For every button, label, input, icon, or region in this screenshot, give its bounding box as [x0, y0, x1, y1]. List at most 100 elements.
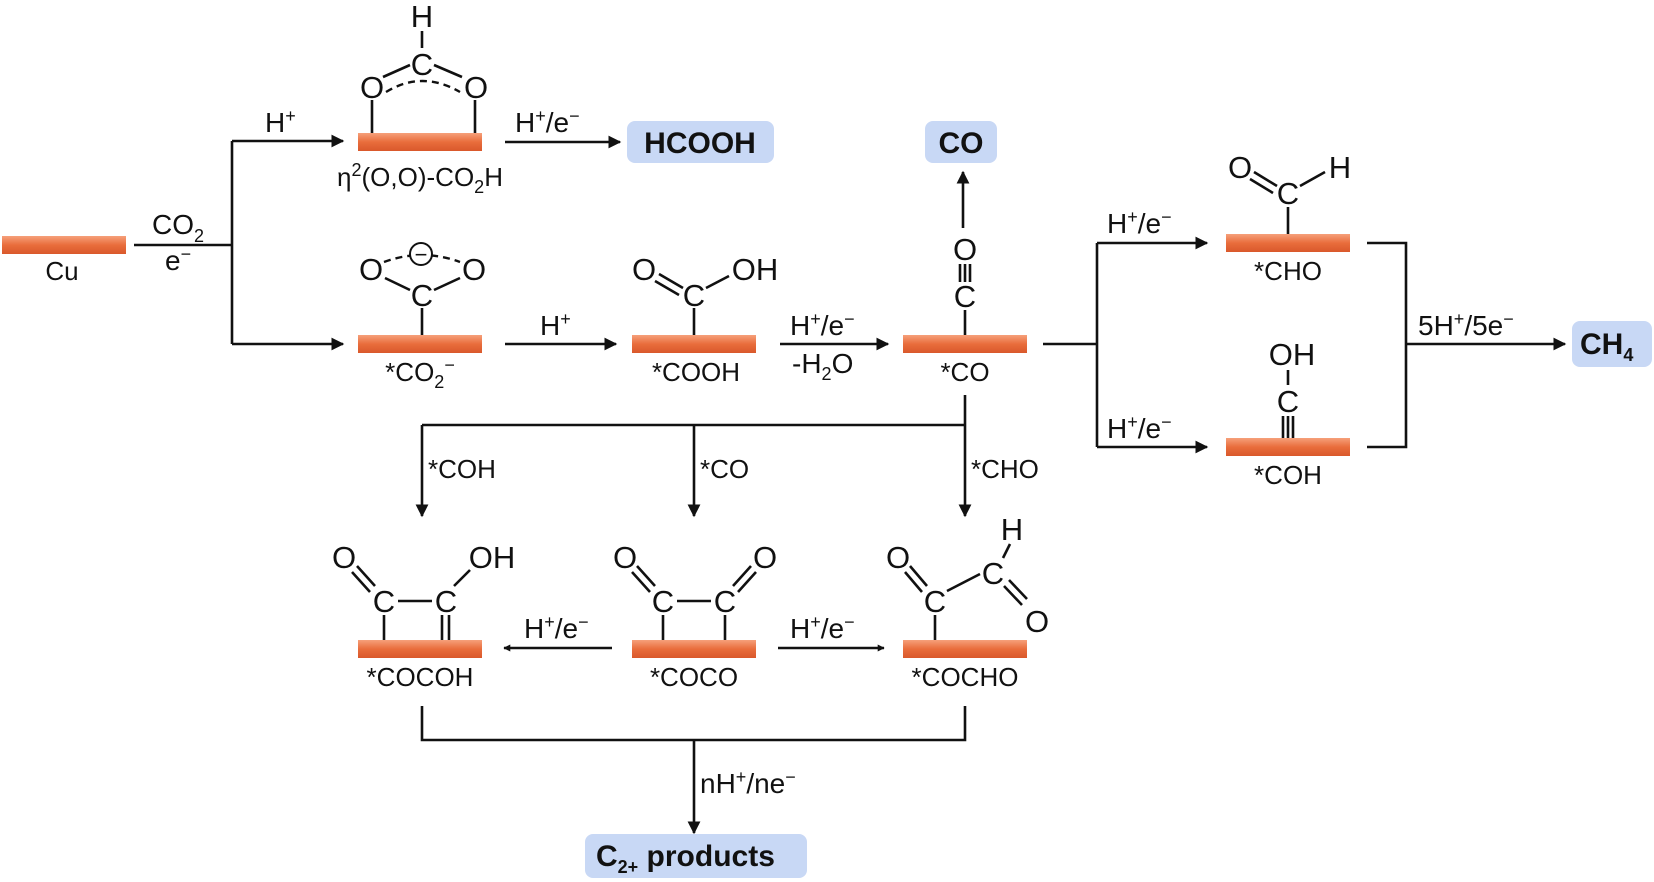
cooh-atom-c: C [683, 278, 705, 313]
ch4-bracket [1367, 241, 1408, 449]
ch4-product-box [1572, 321, 1652, 367]
coco-atom-c-right: C [714, 584, 736, 619]
cocoh-double-o-1 [356, 565, 376, 587]
h-e-label-co: H+/e− [790, 309, 855, 341]
h-e-label-cocho: H+/e− [790, 612, 855, 644]
coco-atom-o-right: O [753, 540, 777, 575]
coh-atom-oh: OH [1269, 337, 1316, 372]
eta2-caption: η2(O,O)-CO2H [337, 160, 503, 197]
co-atom-c: C [954, 279, 976, 314]
h-e-label-hcooh: H+/e− [515, 106, 580, 138]
hcooh-product-label: HCOOH [644, 127, 756, 160]
cocho-double-right-2 [1008, 579, 1028, 600]
co2-reagent-label: CO2 [152, 209, 204, 246]
branch-label-cho: *CHO [971, 454, 1039, 484]
eta2-atom-o-left: O [360, 70, 384, 105]
cho-atom-c: C [1277, 176, 1299, 211]
cocoh-bond-oh [453, 569, 471, 587]
hcooh-product-box [627, 121, 774, 163]
h-e-label-coh: H+/e− [1107, 412, 1172, 444]
cho-atom-h: H [1329, 150, 1351, 185]
cooh-atom-oh: OH [732, 252, 779, 287]
cocoh-atom-o: O [332, 540, 356, 575]
cocho-atom-h: H [1001, 512, 1023, 547]
cho-double-bond-2 [1249, 177, 1274, 195]
cooh-atom-o: O [632, 252, 656, 287]
cocoh-atom-c-left: C [373, 584, 395, 619]
n-h-e-label: nH+/ne− [700, 767, 796, 799]
cocoh-caption: *COCOH [367, 662, 474, 692]
cocho-double-right-1 [1003, 585, 1023, 606]
cocho-double-left-2 [904, 571, 923, 593]
electron-reagent-label: e− [165, 244, 191, 276]
cocho-bond-cc [946, 572, 981, 593]
co2-minus-atom-o-left: O [359, 252, 383, 287]
h-plus-label-upper: H+ [265, 106, 296, 138]
eta2-bond-co-left [382, 63, 411, 79]
ch4-product-label: CH4 [1580, 328, 1633, 365]
co2-minus-bond-left [384, 276, 411, 292]
cocoh-atom-c-right: C [435, 584, 457, 619]
coco-surface-bar [632, 640, 756, 658]
c2-product-label: C2+ products [596, 840, 775, 877]
cooh-surface-bar [632, 335, 756, 353]
cho-bond-h [1299, 170, 1326, 188]
five-h-e-label: 5H+/5e− [1418, 309, 1514, 341]
cooh-bond-oh [705, 274, 730, 290]
coco-caption: *COCO [650, 662, 738, 692]
cocho-atom-o-left: O [886, 540, 910, 575]
eta2-delocal-arc [385, 79, 461, 94]
co-atom-o: O [953, 232, 977, 267]
coh-atom-c: C [1277, 384, 1299, 419]
cocho-surface-bar [903, 640, 1027, 658]
negative-charge-circle [409, 242, 433, 266]
cocho-double-left-1 [909, 565, 928, 587]
branch-label-coh: *COH [428, 454, 496, 484]
co-surface-bar [903, 335, 1027, 353]
coco-atom-c-left: C [652, 584, 674, 619]
eta2-atom-o-right: O [464, 70, 488, 105]
co-product-label: CO [939, 127, 984, 160]
cu-surface-bar [2, 236, 126, 254]
c2-bracket [420, 706, 967, 742]
eta2-surface-bar [358, 133, 482, 151]
co2-minus-atom-o-right: O [462, 252, 486, 287]
cho-double-bond-1 [1253, 170, 1278, 188]
coco-double-left-2 [631, 571, 651, 593]
co-caption: *CO [940, 357, 989, 387]
coh-caption: *COH [1254, 460, 1322, 490]
h-e-label-cho: H+/e− [1107, 207, 1172, 239]
branch-label-co: *CO [700, 454, 749, 484]
co2-minus-bond-right [433, 276, 461, 292]
minus-h2o-label: -H2O [792, 348, 853, 384]
cocho-atom-o-right: O [1025, 604, 1049, 639]
co2-minus-atom-c: C [411, 278, 433, 313]
cooh-caption: *COOH [652, 357, 740, 387]
cooh-double-bond-2 [654, 279, 680, 297]
co-product-box [925, 121, 997, 163]
coco-double-left-1 [636, 565, 656, 587]
cooh-double-bond-1 [658, 272, 684, 290]
cho-caption: *CHO [1254, 256, 1322, 286]
cocoh-atom-oh: OH [469, 540, 516, 575]
negative-charge-sign: − [415, 242, 428, 267]
cocho-caption: *COCHO [912, 662, 1019, 692]
eta2-atom-h: H [411, 0, 433, 34]
co2-minus-surface-bar [358, 335, 482, 353]
cu-label: Cu [45, 256, 78, 286]
co2-minus-caption: *CO2− [385, 355, 455, 392]
coco-double-right-2 [737, 571, 757, 593]
h-e-label-cocoh: H+/e− [524, 612, 589, 644]
cho-surface-bar [1226, 234, 1350, 252]
cocho-atom-c-left: C [924, 584, 946, 619]
coco-atom-o-left: O [613, 540, 637, 575]
h-plus-label-cooh: H+ [540, 309, 571, 341]
cocho-bond-h [1001, 543, 1012, 559]
c2-product-box [585, 834, 807, 878]
coh-surface-bar [1226, 438, 1350, 456]
cocoh-double-o-2 [351, 571, 371, 593]
cocho-atom-c-right: C [982, 556, 1004, 591]
coco-double-right-1 [732, 565, 752, 587]
eta2-atom-c: C [411, 47, 433, 82]
